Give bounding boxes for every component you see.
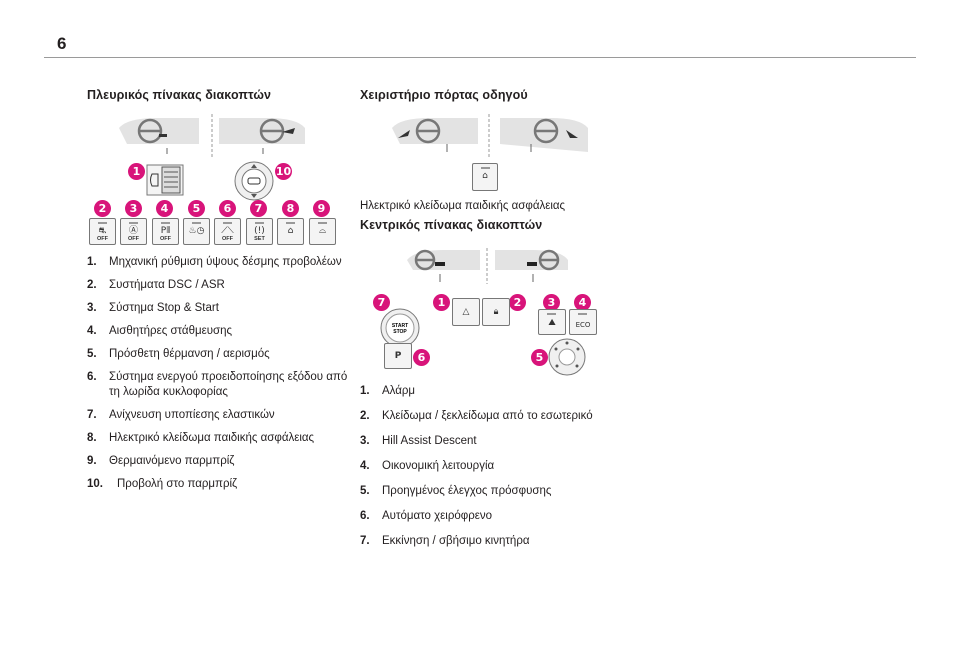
start-stop-button[interactable]: START STOP [379,307,421,349]
dsc-icon: ⛐ [98,226,107,236]
heated-windscreen-button[interactable]: ⌓ [309,218,336,245]
steering-wheel-icon [414,249,436,271]
stop-start-icon: Ⓐ [128,226,138,236]
grip-control-dial[interactable] [547,337,587,377]
list-item: 1.Μηχανική ρύθμιση ύψους δέσμης προβολέω… [87,256,342,268]
center-panel-list: 1.Αλάρμ 2.Κλείδωμα / ξεκλείδωμα από το ε… [360,384,660,549]
page-number: 6 [57,34,67,53]
list-item: 6.Σύστημα ενεργού προειδοποίησης εξόδου … [87,371,348,398]
hill-assist-descent-button[interactable]: ⛰ [538,309,566,335]
door-child-lock-button[interactable]: ⌂ [472,163,498,191]
list-item: 5.Πρόσθετη θέρμανση / αερισμός [87,348,270,360]
steering-wheel-icon [137,118,163,144]
park-brake-icon: P [394,351,402,361]
lock-unlock-button[interactable]: 🔒︎ [482,298,510,326]
heating-timer-icon: ♨◷ [188,226,205,236]
badge-1: 1 [128,163,145,180]
list-item: 10.Προβολή στο παρμπρίζ [87,478,238,490]
badge-6: 6 [219,200,236,217]
list-item: 4.Αισθητήρες στάθμευσης [87,325,233,337]
tyre-pressure-icon: (!) [254,226,265,236]
lock-icon: 🔒︎ [493,307,499,317]
headlamp-adjuster[interactable] [146,164,184,196]
hazard-button[interactable]: △ [452,298,480,326]
center-panel-heading: Κεντρικός πίνακας διακοπτών [360,218,543,232]
top-rule [44,57,916,58]
svg-text:START: START [392,323,408,329]
badge-2: 2 [509,294,526,311]
badge-6: 6 [413,349,430,366]
head-up-display-control[interactable] [233,160,275,202]
badge-9: 9 [313,200,330,217]
side-panel-list: 1.Μηχανική ρύθμιση ύψους δέσμης προβολέω… [87,255,357,492]
list-item: 7.Εκκίνηση / σβήσιμο κινητήρα [360,535,530,547]
eco-button[interactable]: ECO [569,309,597,335]
lane-departure-button[interactable]: ⟋⟍OFF [214,218,241,245]
list-item: 3.Hill Assist Descent [360,435,477,447]
list-item: 4.Οικονομική λειτουργία [360,460,495,472]
child-lock-icon: ⌂ [482,171,488,181]
dsc-asr-button[interactable]: ⛐OFF [89,218,116,245]
badge-4: 4 [156,200,173,217]
svg-text:STOP: STOP [393,329,407,335]
tyre-pressure-button[interactable]: (!)SET [246,218,273,245]
badge-5: 5 [188,200,205,217]
door-caption: Ηλεκτρικό κλείδωμα παιδικής ασφάλειας [360,200,566,212]
badge-7: 7 [373,294,390,311]
badge-5: 5 [531,349,548,366]
side-panel-heading: Πλευρικός πίνακας διακοπτών [87,88,272,102]
list-item: 7.Ανίχνευση υποπίεσης ελαστικών [87,409,275,421]
badge-1: 1 [433,294,450,311]
child-lock-icon: ⌂ [287,226,294,236]
center-dashboard-illustration [407,248,568,284]
list-item: 8.Ηλεκτρικό κλείδωμα παιδικής ασφάλειας [87,432,315,444]
parking-sensors-button[interactable]: P⦀OFF [152,218,179,245]
steering-wheel-icon [533,118,559,144]
hill-descent-icon: ⛰ [548,318,556,328]
list-item: 2.Συστήματα DSC / ASR [87,279,225,291]
badge-7: 7 [250,200,267,217]
heated-windscreen-icon: ⌓ [318,226,327,236]
door-control-heading: Χειριστήριο πόρτας οδηγού [360,88,528,102]
hazard-icon: △ [462,307,470,317]
list-item: 5.Προηγμένος έλεγχος πρόσφυσης [360,485,552,497]
badge-4: 4 [574,294,591,311]
list-item: 9.Θερμαινόμενο παρμπρίζ [87,455,235,467]
badge-10: 10 [275,163,292,180]
steering-wheel-icon [415,118,441,144]
door-dashboard-illustration [392,114,588,158]
list-item: 1.Αλάρμ [360,385,416,397]
eco-icon: ECO [575,321,591,329]
side-panel-dashboard-illustration [119,114,305,158]
steering-wheel-icon [259,118,285,144]
list-item: 3.Σύστημα Stop & Start [87,302,219,314]
list-item: 6.Αυτόματο χειρόφρενο [360,510,493,522]
parking-brake-switch[interactable]: P [384,343,412,369]
child-lock-button[interactable]: ⌂ [277,218,304,245]
badge-8: 8 [282,200,299,217]
additional-heating-button[interactable]: ♨◷ [183,218,210,245]
list-item: 2.Κλείδωμα / ξεκλείδωμα από το εσωτερικό [360,410,593,422]
lane-departure-icon: ⟋⟍ [221,226,234,236]
headlamp-icon [150,173,159,187]
badge-2: 2 [94,200,111,217]
badge-3: 3 [125,200,142,217]
steering-wheel-icon [538,249,560,271]
parking-sensor-icon: P⦀ [160,226,171,236]
badge-3: 3 [543,294,560,311]
